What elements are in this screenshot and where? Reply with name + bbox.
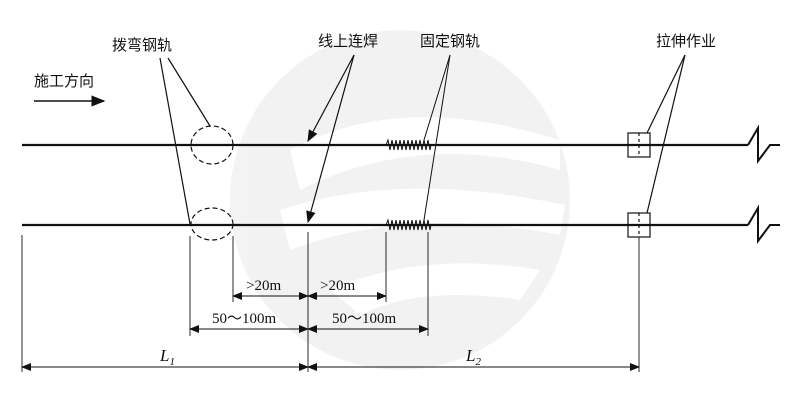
dim-range-left: 50～100m [212,311,277,327]
label-construction-direction: 施工方向 [34,72,94,90]
length-l1: L1 [159,346,175,368]
bend-rail-ellipse-top [190,125,234,165]
length-l1-main: L [159,346,169,365]
dim-range-right: 50～100m [332,311,397,327]
dim-gt20-right: >20m [320,278,355,294]
length-l2-sub: 2 [475,356,481,368]
length-l2: L2 [465,346,481,368]
label-fixed-rail: 固定钢轨 [420,32,480,50]
weld-leader-lines [306,54,355,224]
break-icon [747,124,780,244]
bend-leader-lines [159,57,211,225]
length-l1-sub: 1 [169,356,175,368]
dim-gt20-left: >20m [246,278,281,294]
label-in-line-weld: 线上连焊 [318,32,378,50]
label-stretching: 拉伸作业 [656,32,716,50]
watermark-logo [230,30,570,370]
stretching-boxes [627,54,686,238]
dimension-lines [21,292,640,371]
extension-lines [21,232,640,372]
fixed-rail-markers [385,54,451,231]
bend-rail-ellipse-bottom [190,207,234,241]
length-l2-main: L [465,346,475,365]
label-bend-rail: 拨弯钢轨 [112,36,172,54]
